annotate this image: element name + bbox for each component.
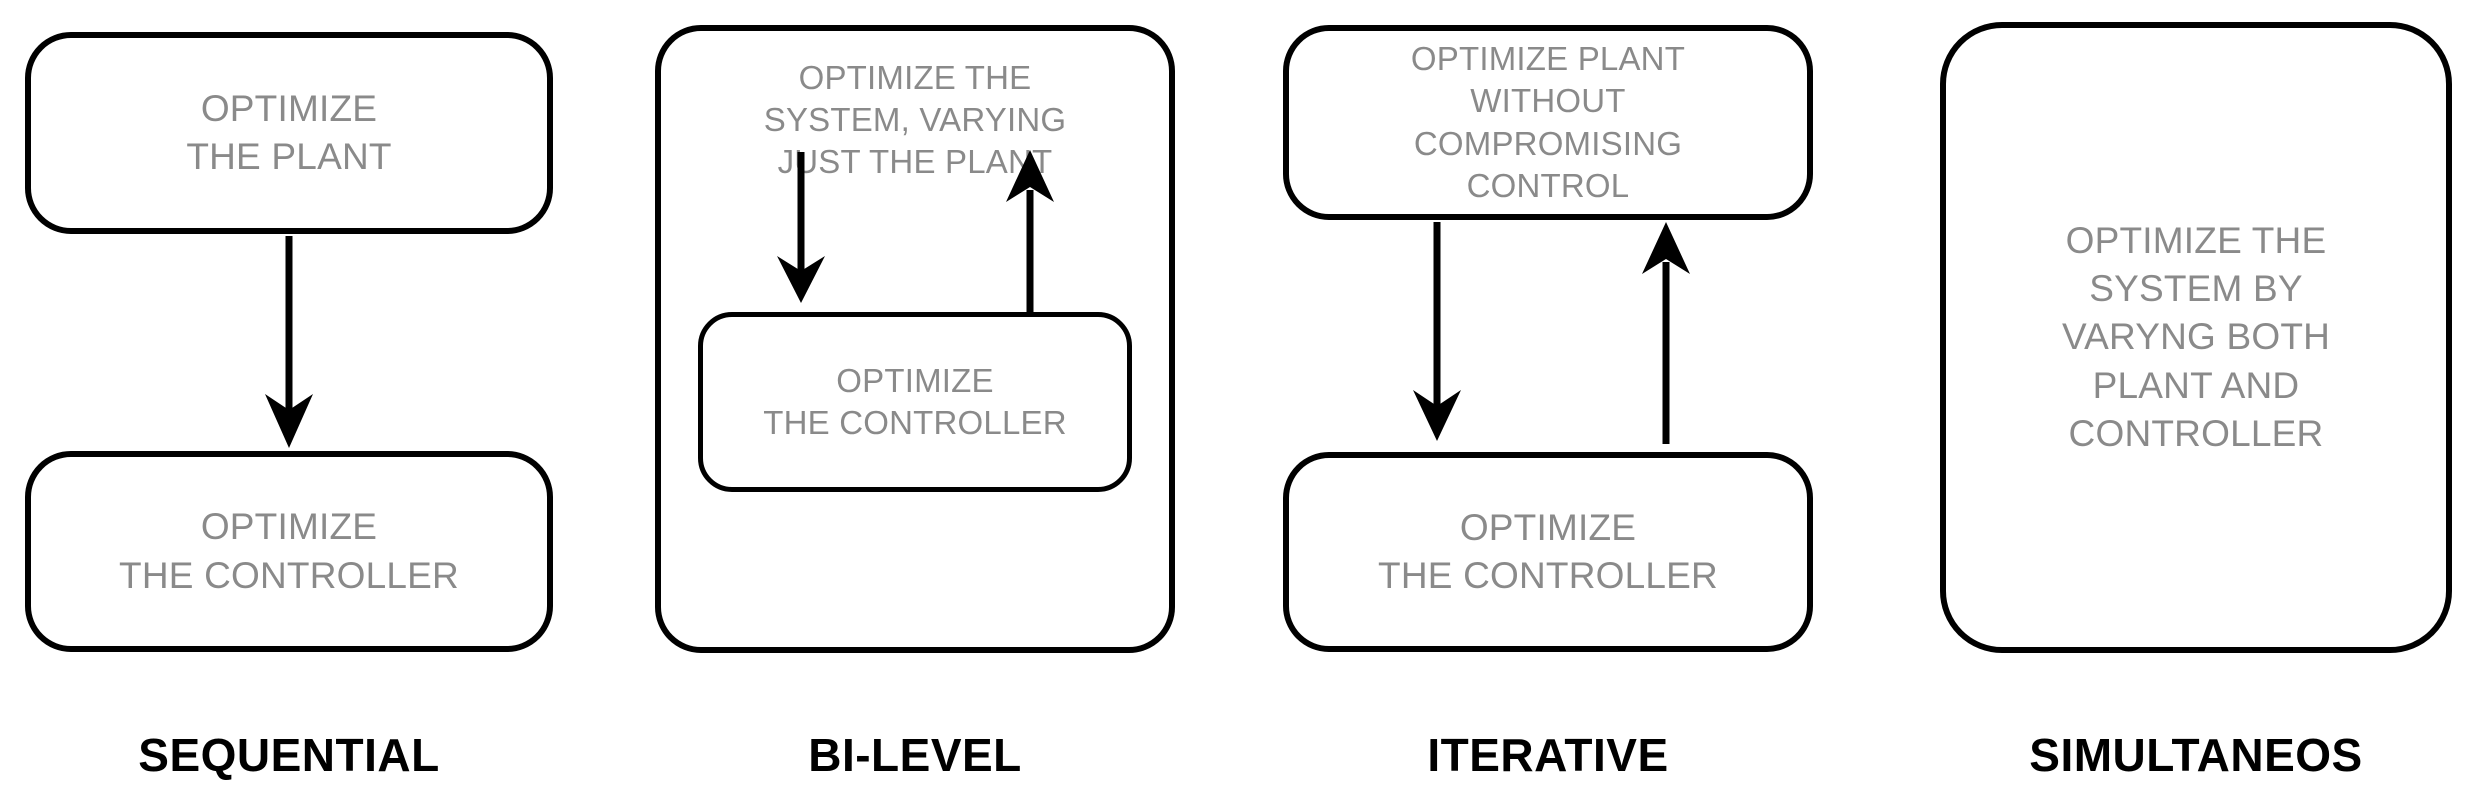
- arrow-iterative-up: [1636, 222, 1696, 444]
- box-simultaneos[interactable]: OPTIMIZE THE SYSTEM BY VARYNG BOTH PLANT…: [1940, 22, 2452, 653]
- box-bilevel-outer-label: OPTIMIZE THE SYSTEM, VARYING JUST THE PL…: [763, 59, 1067, 181]
- box-bilevel-inner-label: OPTIMIZE THE CONTROLLER: [763, 361, 1067, 441]
- box-simultaneos-label: OPTIMIZE THE SYSTEM BY VARYNG BOTH PLANT…: [2061, 220, 2331, 454]
- caption-bilevel: BI-LEVEL: [808, 729, 1022, 781]
- arrow-bilevel-up: [1000, 150, 1060, 312]
- caption-sequential: SEQUENTIAL: [138, 729, 440, 781]
- caption-simultaneos: SIMULTANEOS: [2029, 729, 2363, 781]
- arrow-sequential-down: [259, 236, 319, 449]
- box-bilevel-inner[interactable]: OPTIMIZE THE CONTROLLER: [698, 312, 1132, 492]
- box-sequential-plant[interactable]: OPTIMIZE THE PLANT: [25, 32, 553, 234]
- box-sequential-controller[interactable]: OPTIMIZE THE CONTROLLER: [25, 451, 553, 652]
- box-iterative-plant[interactable]: OPTIMIZE PLANT WITHOUT COMPROMISING CONT…: [1283, 25, 1813, 220]
- arrow-bilevel-down: [771, 152, 831, 304]
- caption-iterative: ITERATIVE: [1427, 729, 1669, 781]
- box-sequential-controller-label: OPTIMIZE THE CONTROLLER: [119, 506, 459, 596]
- arrow-iterative-down: [1407, 222, 1467, 442]
- box-iterative-plant-label: OPTIMIZE PLANT WITHOUT COMPROMISING CONT…: [1410, 40, 1686, 204]
- box-sequential-plant-label: OPTIMIZE THE PLANT: [186, 87, 392, 177]
- box-iterative-controller[interactable]: OPTIMIZE THE CONTROLLER: [1283, 452, 1813, 652]
- box-iterative-controller-label: OPTIMIZE THE CONTROLLER: [1378, 506, 1718, 596]
